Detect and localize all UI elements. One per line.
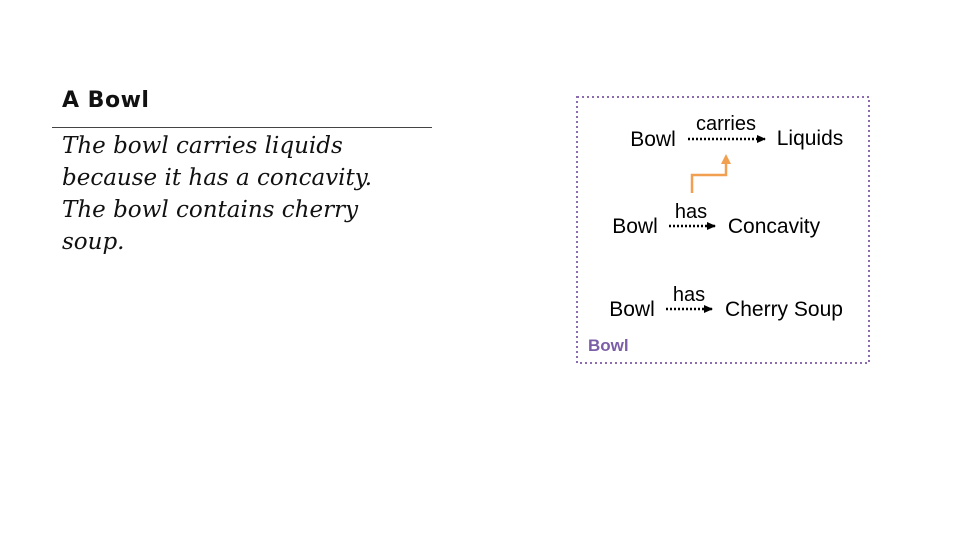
note-line: soup. [62,229,125,255]
group-label: Bowl [588,336,629,355]
note-body: The bowl carries liquids because it has … [62,130,442,258]
note-line: The bowl carries liquids [62,133,343,159]
bowl-group-box [576,96,870,364]
causal-link-arrow [690,154,731,193]
subject-node-bowl: Bowl [630,128,676,151]
note-line: The bowl contains cherry [62,197,359,223]
note-title: A Bowl [62,88,150,113]
note-line: because it has a concavity. [62,165,373,191]
relation-label-has: has [673,284,705,306]
relation-label-has: has [675,201,707,223]
note-divider [52,127,432,128]
object-node-cherry-soup: Cherry Soup [725,298,843,321]
object-node-liquids: Liquids [777,127,844,150]
object-node-concavity: Concavity [728,215,821,238]
subject-node-bowl: Bowl [609,298,655,321]
subject-node-bowl: Bowl [612,215,658,238]
relation-label-carries: carries [696,113,756,135]
